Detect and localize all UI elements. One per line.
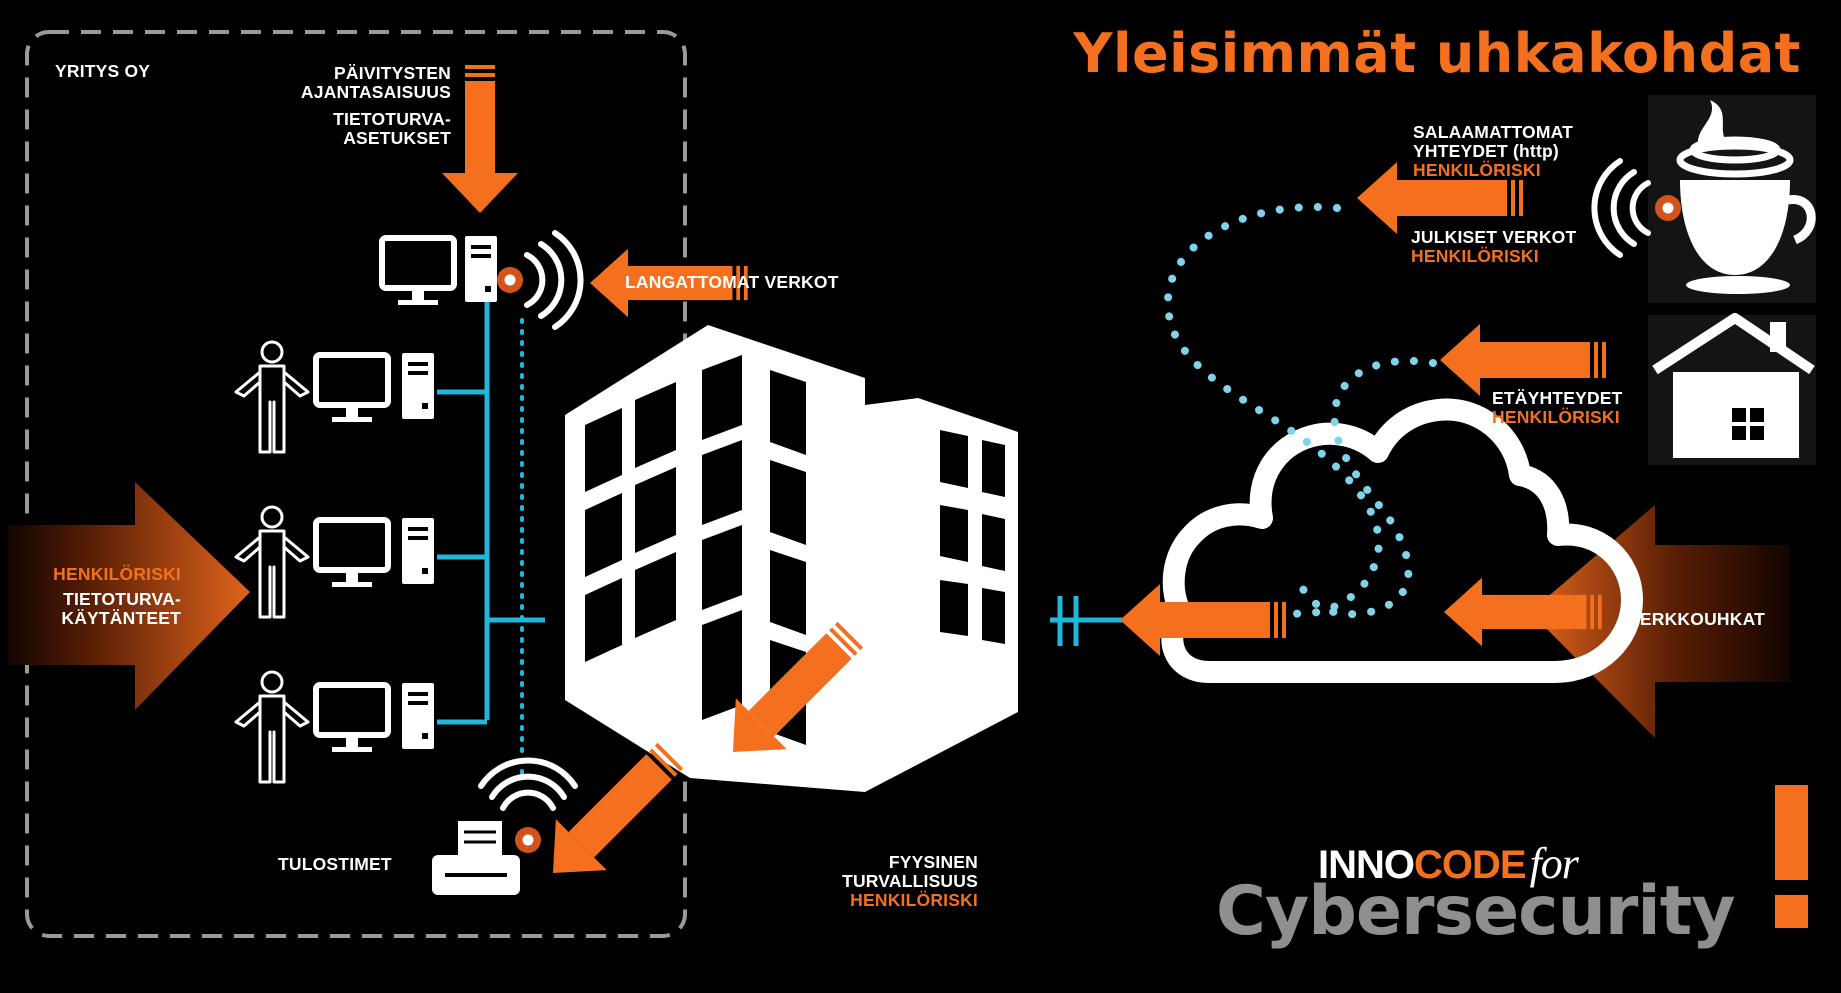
cloud-icon: [1161, 398, 1643, 683]
printer-icon: [432, 819, 520, 895]
logo-cybersecurity: Cybersecurity: [1216, 872, 1736, 951]
tower-pc-icon: [402, 683, 434, 749]
remote-label: ETÄYHTEYDET HENKILÖRISKI: [1492, 389, 1623, 427]
public-networks-label: JULKISET VERKOT HENKILÖRISKI: [1411, 228, 1576, 266]
dotted-path-remote: [1296, 356, 1437, 619]
printer-wifi-icon: [478, 757, 578, 811]
top-wifi-icon: [524, 230, 584, 330]
updates-label: PÄIVITYSTEN AJANTASAISUUS: [301, 64, 451, 102]
practices-line-1: TIETOTURVA-: [63, 589, 181, 609]
physical-line-1: FYYSINEN: [888, 852, 978, 872]
house-icon: [1648, 313, 1816, 465]
person-icon: [234, 505, 310, 619]
physical-label: FYYSINEN TURVALLISUUS HENKILÖRISKI: [842, 853, 978, 910]
physical-line-2: TURVALLISUUS: [842, 871, 978, 891]
top-monitor-icon: [382, 238, 454, 305]
practices-line-2: KÄYTÄNTEET: [61, 608, 181, 628]
network-threat-arrow: [1530, 505, 1790, 738]
company-boundary: [25, 30, 687, 938]
wireless-label: LANGATTOMAT VERKOT: [625, 272, 839, 292]
settings-line-1: TIETOTURVA-: [333, 109, 451, 129]
tower-pc-icon: [402, 518, 434, 584]
tower-pc-icon: [402, 353, 434, 419]
company-label: YRITYS OY: [55, 61, 151, 81]
public-risk: HENKILÖRISKI: [1411, 246, 1539, 266]
page-title: Yleisimmät uhkakohdat: [1073, 22, 1801, 85]
remote-risk: HENKILÖRISKI: [1492, 407, 1620, 427]
workstation-1: [234, 340, 434, 454]
unencrypted-line-2: YHTEYDET (http): [1413, 141, 1559, 161]
logo-for: for: [1529, 839, 1579, 888]
network-lines: [437, 300, 1150, 725]
coffee-risk-marker-icon: [1655, 195, 1681, 221]
arrow-remote: [1440, 324, 1606, 396]
person-icon: [234, 670, 310, 784]
unencrypted-label: SALAAMATTOMAT YHTEYDET (http) HENKILÖRIS…: [1413, 123, 1573, 180]
workstation-3: [234, 670, 434, 784]
logo-code: CODE: [1414, 843, 1527, 887]
public-line-1: JULKISET VERKOT: [1411, 227, 1577, 247]
physical-risk: HENKILÖRISKI: [850, 890, 978, 910]
left-person-risk: HENKILÖRISKI: [53, 564, 181, 584]
workstation-2: [234, 505, 434, 619]
top-risk-marker-icon: [497, 267, 523, 293]
logo-inno: INNO: [1318, 843, 1415, 887]
dotted-path-public: [1163, 203, 1383, 618]
monitor-icon: [316, 355, 388, 422]
logo-exclamation-icon: [1775, 785, 1808, 928]
printer-risk-marker-icon: [515, 827, 541, 853]
coffee-wifi-icon: [1591, 158, 1651, 258]
remote-line-1: ETÄYHTEYDET: [1492, 388, 1623, 408]
top-tower-pc-icon: [465, 236, 497, 302]
settings-label: TIETOTURVA- ASETUKSET: [333, 110, 451, 148]
logo-innocode: INNOCODEfor: [1318, 838, 1579, 889]
settings-line-2: ASETUKSET: [343, 128, 451, 148]
building-icon: [565, 325, 1018, 792]
updates-line-1: PÄIVITYSTEN: [334, 63, 451, 83]
left-threat-arrow: [8, 482, 250, 710]
person-icon: [234, 340, 310, 454]
monitor-icon: [316, 685, 388, 752]
monitor-icon: [316, 520, 388, 587]
left-risk-label: HENKILÖRISKI TIETOTURVA- KÄYTÄNTEET: [53, 565, 181, 628]
updates-line-2: AJANTASAISUUS: [300, 82, 451, 102]
network-threats-label: VERKKOUHKAT: [1628, 609, 1766, 629]
printers-label: TULOSTIMET: [278, 854, 392, 874]
unencrypted-line-1: SALAAMATTOMAT: [1413, 122, 1574, 142]
unencrypted-risk: HENKILÖRISKI: [1413, 160, 1541, 180]
arrow-updates: [442, 65, 518, 213]
arrow-from-cloud: [1120, 584, 1286, 656]
